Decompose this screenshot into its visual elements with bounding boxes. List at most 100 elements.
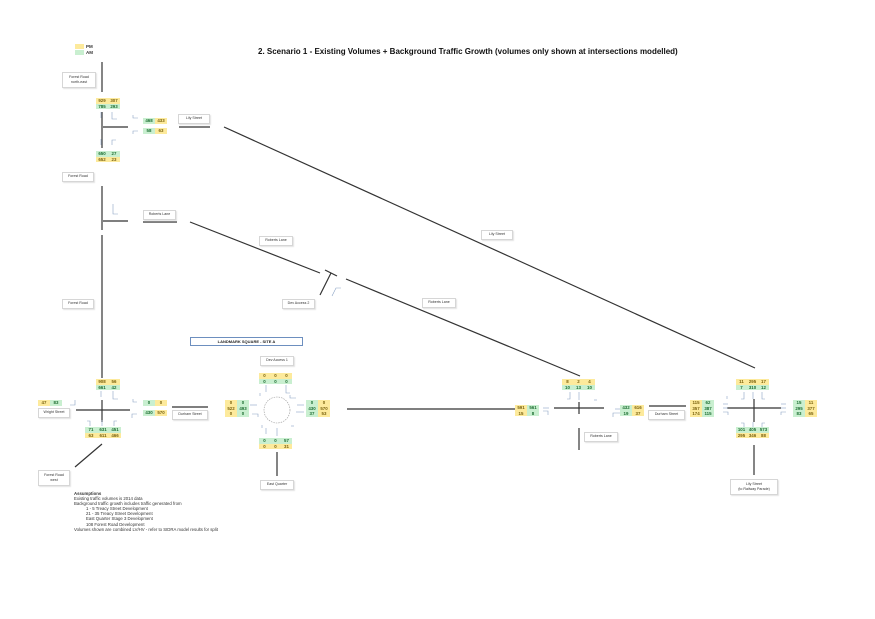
arrow-icon	[741, 392, 745, 400]
volume-pm: 115	[690, 400, 702, 406]
label-roberts-lane: Roberts Lane	[584, 432, 618, 442]
volume-pm: 23	[108, 156, 120, 162]
volume-am: 0	[143, 400, 155, 406]
volume-pm: 929	[96, 98, 108, 104]
volume-pm: 56	[108, 379, 120, 385]
volume-pm: 63	[85, 432, 97, 438]
label-dev-access-2: Dev Access 2	[282, 299, 315, 309]
assumptions-dev-item: 21 - 35 Treacy Street Development	[86, 511, 153, 517]
assumptions-dev-item: 108 Forest Road Development	[86, 521, 145, 527]
volume-am: 15	[793, 400, 805, 406]
label-lily-street-railway: Lily Street (to Railway Parade)	[730, 479, 778, 495]
label-forest-road: Forest Road	[62, 172, 94, 182]
volume-pm: 11	[805, 400, 817, 406]
volume-pm: 0	[270, 373, 281, 379]
volume-am: 430	[143, 410, 155, 416]
volume-pm: 0	[155, 400, 167, 406]
volume-am: 561	[527, 405, 539, 411]
volumes-forest-wright-east-upper: 0 0	[143, 400, 167, 406]
road-roberts-diag-2	[345, 278, 581, 377]
volume-pm: 295	[747, 379, 758, 385]
volumes-forest-wright-east-lower: 430 570	[143, 410, 167, 416]
volume-am: 310	[747, 384, 758, 390]
assumptions-heading: Assumptions	[74, 491, 102, 496]
volume-pm: 37	[632, 410, 644, 416]
volume-am: 293	[108, 103, 120, 109]
volumes-durham-roberts-west: 591 15 561 8	[515, 405, 539, 416]
legend-pm-swatch	[75, 44, 84, 49]
volume-am: 0	[306, 400, 318, 406]
road-forest-west	[74, 443, 103, 468]
volumes-forest-wright-west: 47 83	[38, 400, 62, 406]
label-lily-street: Lily Street	[178, 114, 210, 124]
label-wright-street: Wright Street	[38, 408, 70, 418]
volume-pm: 591	[515, 405, 527, 411]
volume-am: 493	[237, 405, 249, 411]
volume-am: 101	[736, 427, 747, 433]
volumes-forest-lily-south: 650 27 652 23	[96, 151, 120, 162]
volumes-durham-lily-north: 11 295 17 7 310 12	[736, 379, 769, 390]
volume-pm: 0	[281, 373, 292, 379]
volume-am: 57	[281, 438, 292, 444]
volume-pm: 17	[758, 379, 769, 385]
volume-pm: 31	[281, 443, 292, 449]
volume-pm: 174	[690, 411, 702, 417]
volumes-forest-wright-south: 71 631 451 63 611 466	[85, 427, 121, 438]
volume-pm: 2	[573, 379, 584, 385]
label-durham-street: Durham Street	[648, 410, 685, 420]
volume-am: 0	[237, 400, 249, 406]
page-title: 2. Scenario 1 - Existing Volumes + Backg…	[258, 47, 678, 56]
site-label: LANDMARK SQUARE - SITE A	[190, 337, 303, 346]
assumptions-dev-item: East Quarter Stage 3 Development	[86, 516, 153, 522]
legend-pm-label: PM	[86, 44, 93, 49]
volumes-roundabout-south: 0 0 57 0 0 31	[259, 438, 292, 449]
volume-pm: 652	[96, 156, 108, 162]
legend-pm: PM	[75, 44, 93, 49]
label-forest-road-north-east: Forest Road north-east	[62, 72, 96, 88]
volume-am: 19	[620, 410, 632, 416]
volume-am: 83	[793, 411, 805, 417]
assumptions-footer: Volumes shown are combined LV/HV - refer…	[74, 526, 218, 532]
volume-pm: 0	[225, 411, 237, 417]
volume-pm: 0	[259, 373, 270, 379]
volume-pm: 570	[318, 405, 330, 411]
volume-am: 10	[562, 384, 573, 390]
volume-am: 0	[259, 438, 270, 444]
volume-pm: 0	[270, 443, 281, 449]
road-lily-diagonal	[223, 126, 756, 369]
assumptions-block: Assumptions Existing traffic volumes is …	[74, 491, 218, 532]
volume-pm: 63	[155, 128, 167, 134]
label-forest-road: Forest Road	[62, 299, 94, 309]
volume-am: 71	[85, 427, 97, 433]
volume-pm: 4	[584, 379, 595, 385]
label-roberts-lane: Roberts Lane	[422, 298, 456, 308]
arrow-icon	[113, 420, 117, 426]
volume-pm: 346	[747, 432, 758, 438]
arrow-icon	[131, 413, 137, 418]
legend-am-swatch	[75, 50, 84, 55]
arrow-icon	[132, 130, 138, 134]
volume-pm: 53	[318, 411, 330, 417]
volume-pm: 47	[38, 400, 50, 406]
volume-am: 387	[702, 405, 714, 411]
volume-pm: 307	[108, 98, 120, 104]
arrow-icon	[761, 422, 765, 428]
volumes-roundabout-east: 0 430 37 0 570 53	[306, 400, 330, 417]
volume-am: 468	[143, 118, 155, 124]
volume-am: 83	[50, 400, 62, 406]
arrow-icon	[331, 287, 341, 297]
volume-pm: 88	[758, 432, 769, 438]
volume-pm: 522	[225, 405, 237, 411]
label-durham-street: Durham Street	[172, 410, 208, 420]
volume-pm: 0	[259, 443, 270, 449]
volume-am: 10	[584, 384, 595, 390]
volume-am: 12	[758, 384, 769, 390]
volume-pm: 0	[225, 400, 237, 406]
arrow-icon	[780, 411, 786, 415]
volume-pm: 433	[155, 118, 167, 124]
volume-am: 430	[306, 405, 318, 411]
arrow-icon	[612, 412, 620, 417]
volume-pm: 908	[96, 379, 108, 385]
label-lily-street: Lily Street	[481, 230, 513, 240]
